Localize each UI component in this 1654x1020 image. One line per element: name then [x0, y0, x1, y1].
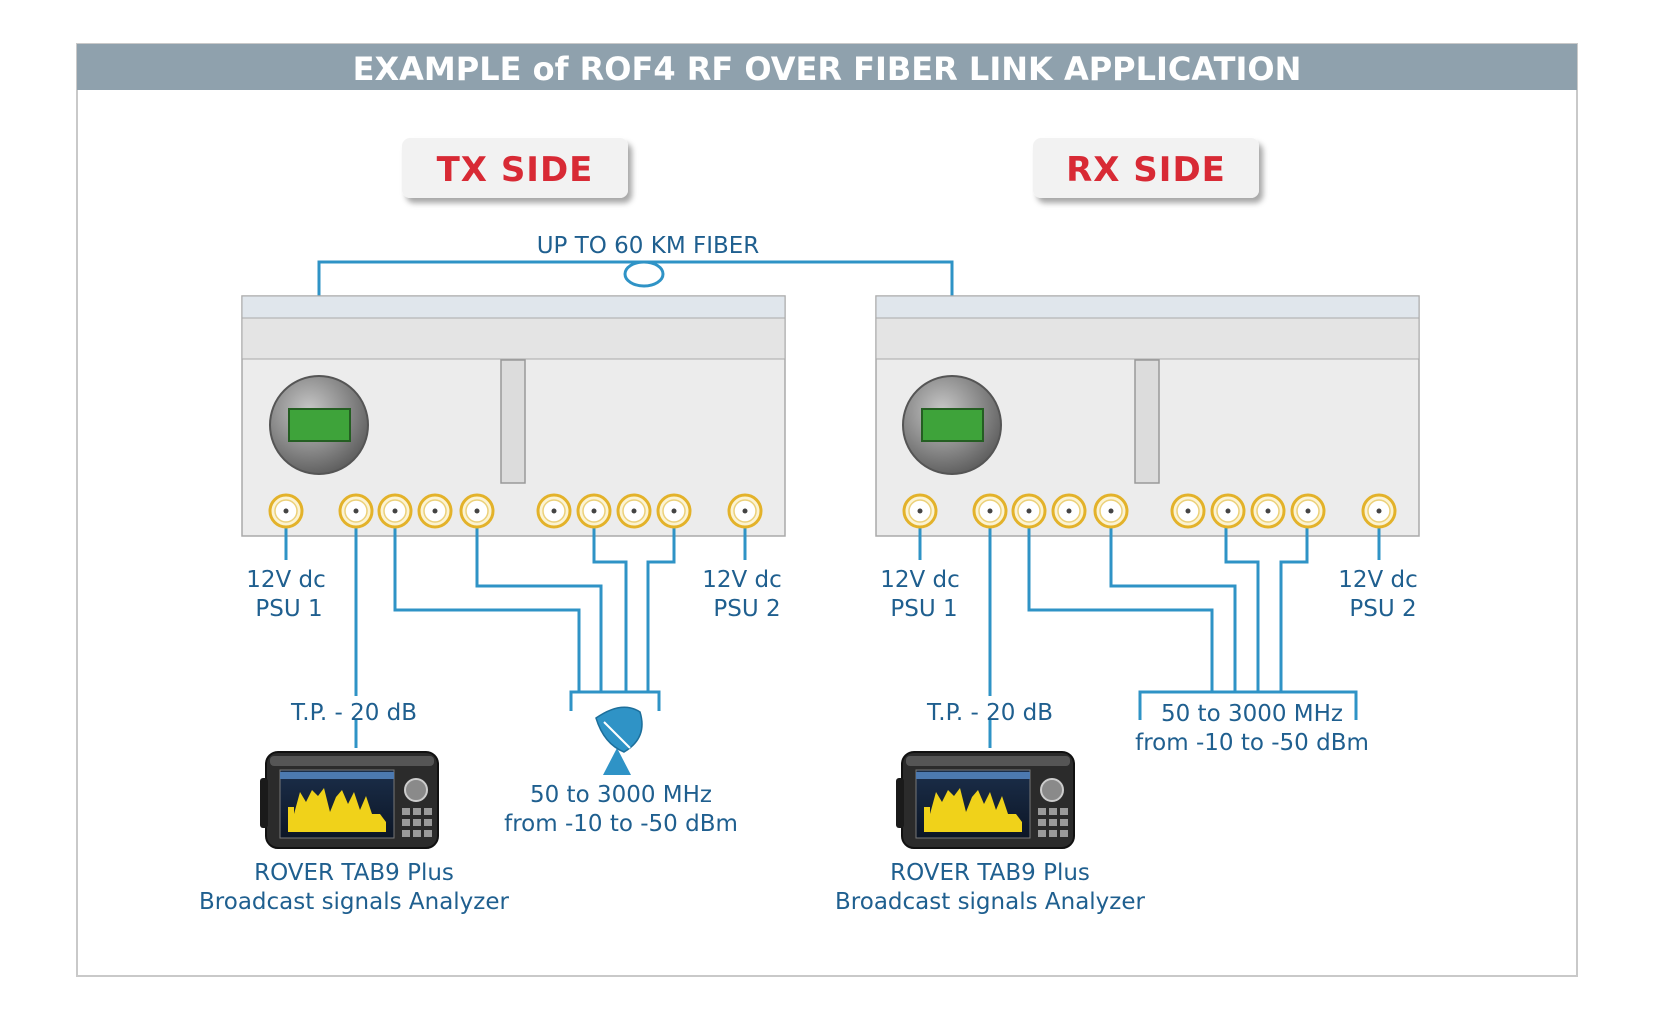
tx-psu1-label-line1: 12V dc [246, 567, 326, 593]
rx-analyzer-name: ROVER TAB9 Plus [890, 860, 1090, 886]
rx-rf-connector-2 [972, 493, 1008, 529]
rx-rf-connector-10 [1361, 493, 1397, 529]
tx-rf-connector-7 [576, 493, 612, 529]
rx-rf-connector-3 [1011, 493, 1047, 529]
tx-rf-connector-9 [656, 493, 692, 529]
rx-rf-connector-9 [1290, 493, 1326, 529]
tx-rf-connector-2 [338, 493, 374, 529]
rx-psu1-label-line2: PSU 1 [890, 596, 957, 622]
tx-side-badge: TX SIDE [402, 138, 628, 198]
tx-unit-slot [500, 359, 526, 484]
rx-connector-row [902, 493, 1397, 529]
tx-connector-row [268, 493, 763, 529]
diagram-title: EXAMPLE of ROF4 RF OVER FIBER LINK APPLI… [353, 50, 1302, 88]
tx-test-point-label: T.P. - 20 dB [290, 700, 417, 726]
rx-rf-connector-5 [1093, 493, 1129, 529]
tx-rf-connector-6 [536, 493, 572, 529]
tx-display-screen [288, 408, 351, 442]
fiber-label: UP TO 60 KM FIBER [537, 233, 760, 259]
tx-rf-connector-3 [377, 493, 413, 529]
rx-rf-range-line1: 50 to 3000 MHz [1161, 701, 1343, 727]
rx-rf-connector-8 [1250, 493, 1286, 529]
tx-rf-range-line2: from -10 to -50 dBm [504, 811, 738, 837]
tx-psu2-label-line1: 12V dc [702, 567, 782, 593]
satellite-dish-icon [595, 706, 643, 775]
tx-psu2-label-line2: PSU 2 [713, 596, 780, 622]
tx-rof4-unit [241, 295, 786, 537]
tx-analyzer-description: Broadcast signals Analyzer [199, 889, 510, 915]
rx-side-badge: RX SIDE [1033, 138, 1259, 198]
fiber-loop [623, 260, 665, 288]
tx-rf-connector-8 [616, 493, 652, 529]
rx-rof4-unit [875, 295, 1420, 537]
rx-rf-connector-1 [902, 493, 938, 529]
rx-display-screen [921, 408, 984, 442]
tx-rover-tab9-analyzer-icon [260, 751, 439, 849]
rx-rf-range-line2: from -10 to -50 dBm [1135, 730, 1369, 756]
tx-side-label: TX SIDE [437, 150, 594, 190]
tx-rf-connector-5 [459, 493, 495, 529]
tx-rf-connector-10 [727, 493, 763, 529]
rx-psu1-label-line1: 12V dc [880, 567, 960, 593]
tx-wiring [284, 511, 747, 748]
tx-rf-connector-4 [417, 493, 453, 529]
tx-rf-range-line1: 50 to 3000 MHz [530, 782, 712, 808]
rx-rf-connector-6 [1170, 493, 1206, 529]
rx-psu2-label-line2: PSU 2 [1349, 596, 1416, 622]
rx-analyzer-description: Broadcast signals Analyzer [835, 889, 1146, 915]
rx-rf-connector-7 [1210, 493, 1246, 529]
rx-psu2-label-line1: 12V dc [1338, 567, 1418, 593]
tx-analyzer-name: ROVER TAB9 Plus [254, 860, 454, 886]
rx-test-point-label: T.P. - 20 dB [926, 700, 1053, 726]
tx-rf-connector-1 [268, 493, 304, 529]
tx-psu1-label-line2: PSU 1 [255, 596, 322, 622]
rx-rover-tab9-analyzer-icon [896, 751, 1075, 849]
rx-unit-slot [1134, 359, 1160, 484]
rx-side-label: RX SIDE [1066, 150, 1226, 190]
rx-rf-connector-4 [1051, 493, 1087, 529]
title-bar [77, 44, 1577, 90]
